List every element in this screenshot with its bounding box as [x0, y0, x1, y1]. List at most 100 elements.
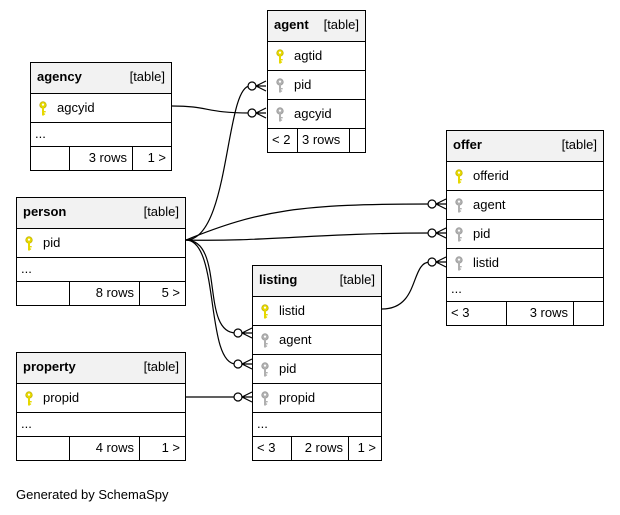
- table-header: property [table]: [17, 353, 185, 383]
- column-name: pid: [279, 361, 297, 376]
- table-agency[interactable]: agency [table] agcyid ... 3 rows 1 >: [30, 62, 172, 171]
- table-header: agent [table]: [268, 11, 365, 41]
- footer-rows: 3 rows: [297, 129, 349, 152]
- table-footer: < 2 3 rows: [268, 128, 365, 152]
- table-header: person [table]: [17, 198, 185, 228]
- table-kind: [table]: [339, 272, 375, 287]
- link-person-listing-agent: [185, 239, 237, 334]
- table-footer: < 3 3 rows: [447, 301, 603, 325]
- column-pid[interactable]: pid: [447, 219, 603, 248]
- column-agcyid[interactable]: agcyid: [268, 99, 365, 128]
- primary-key-icon: [276, 49, 284, 64]
- column-agent[interactable]: agent: [447, 190, 603, 219]
- table-header: listing [table]: [253, 266, 381, 296]
- foreign-key-icon: [261, 391, 269, 406]
- column-name: agcyid: [294, 106, 332, 121]
- column-agtid[interactable]: agtid: [268, 41, 365, 70]
- primary-key-icon: [455, 169, 463, 184]
- footer-parents: [17, 437, 69, 460]
- table-kind: [table]: [143, 204, 179, 219]
- table-name: property: [23, 359, 76, 374]
- table-footer: 3 rows 1 >: [31, 146, 171, 170]
- footer-children: [349, 129, 365, 152]
- link-person-offer-pid: [185, 232, 431, 241]
- column-name: pid: [294, 77, 312, 92]
- primary-key-icon: [25, 236, 33, 251]
- column-propid[interactable]: propid: [17, 383, 185, 412]
- table-footer: < 3 2 rows 1 >: [253, 436, 381, 460]
- column-name: propid: [43, 390, 80, 405]
- table-name: offer: [453, 137, 482, 152]
- column-name: offerid: [473, 168, 509, 183]
- column-agcyid[interactable]: agcyid: [31, 93, 171, 122]
- foreign-key-icon: [261, 362, 269, 377]
- table-kind: [table]: [323, 17, 359, 32]
- table-offer[interactable]: offer [table] offerid agent pid listid .…: [446, 130, 604, 326]
- foreign-key-icon: [455, 198, 463, 213]
- footer-children[interactable]: 1 >: [348, 437, 381, 460]
- table-property[interactable]: property [table] propid ... 4 rows 1 >: [16, 352, 186, 461]
- link-person-listing-pid: [185, 239, 237, 365]
- link-agency-agent: [171, 105, 251, 114]
- column-pid[interactable]: pid: [17, 228, 185, 257]
- primary-key-icon: [39, 101, 47, 116]
- column-offerid[interactable]: offerid: [447, 161, 603, 190]
- foreign-key-icon: [261, 333, 269, 348]
- column-listid[interactable]: listid: [253, 296, 381, 325]
- footer-parents[interactable]: < 3: [257, 440, 276, 455]
- footer-parents: [17, 282, 69, 305]
- more-columns: ...: [253, 412, 381, 436]
- column-name: agtid: [294, 48, 323, 63]
- footer-rows: 3 rows: [69, 147, 132, 170]
- column-name: listid: [473, 255, 500, 270]
- column-name: listid: [279, 303, 306, 318]
- more-columns: ...: [447, 277, 603, 301]
- table-name: agent: [274, 17, 309, 32]
- table-person[interactable]: person [table] pid ... 8 rows 5 >: [16, 197, 186, 306]
- table-kind: [table]: [561, 137, 597, 152]
- footer-parents[interactable]: < 3: [451, 305, 470, 320]
- footer-children[interactable]: 5 >: [139, 282, 185, 305]
- link-listing-offer: [381, 261, 431, 310]
- column-pid[interactable]: pid: [253, 354, 381, 383]
- table-footer: 4 rows 1 >: [17, 436, 185, 460]
- more-columns: ...: [17, 257, 185, 281]
- table-kind: [table]: [143, 359, 179, 374]
- table-kind: [table]: [129, 69, 165, 84]
- footer-parents: [31, 147, 69, 170]
- table-header: agency [table]: [31, 63, 171, 93]
- table-name: agency: [37, 69, 82, 84]
- more-columns: ...: [17, 412, 185, 436]
- footer-children[interactable]: 1 >: [132, 147, 171, 170]
- table-listing[interactable]: listing [table] listid agent pid propid …: [252, 265, 382, 461]
- foreign-key-icon: [455, 227, 463, 242]
- link-person-agent: [185, 85, 251, 241]
- column-agent[interactable]: agent: [253, 325, 381, 354]
- column-name: agent: [279, 332, 312, 347]
- foreign-key-icon: [276, 78, 284, 93]
- column-name: pid: [43, 235, 61, 250]
- footer-rows: 4 rows: [69, 437, 139, 460]
- primary-key-icon: [261, 304, 269, 319]
- table-name: person: [23, 204, 67, 219]
- column-pid[interactable]: pid: [268, 70, 365, 99]
- footer-children[interactable]: 1 >: [139, 437, 185, 460]
- column-listid[interactable]: listid: [447, 248, 603, 277]
- table-header: offer [table]: [447, 131, 603, 161]
- generated-by-note: Generated by SchemaSpy: [16, 487, 169, 502]
- footer-rows: 2 rows: [291, 437, 348, 460]
- footer-children: [573, 302, 603, 325]
- footer-parents[interactable]: < 2: [272, 132, 291, 147]
- table-footer: 8 rows 5 >: [17, 281, 185, 305]
- table-name: listing: [259, 272, 298, 287]
- column-name: agcyid: [57, 100, 95, 115]
- more-columns: ...: [31, 122, 171, 146]
- column-name: agent: [473, 197, 506, 212]
- column-name: pid: [473, 226, 491, 241]
- footer-rows: 8 rows: [69, 282, 139, 305]
- footer-rows: 3 rows: [506, 302, 573, 325]
- column-propid[interactable]: propid: [253, 383, 381, 412]
- table-agent[interactable]: agent [table] agtid pid agcyid < 2 3 row…: [267, 10, 366, 153]
- foreign-key-icon: [276, 107, 284, 122]
